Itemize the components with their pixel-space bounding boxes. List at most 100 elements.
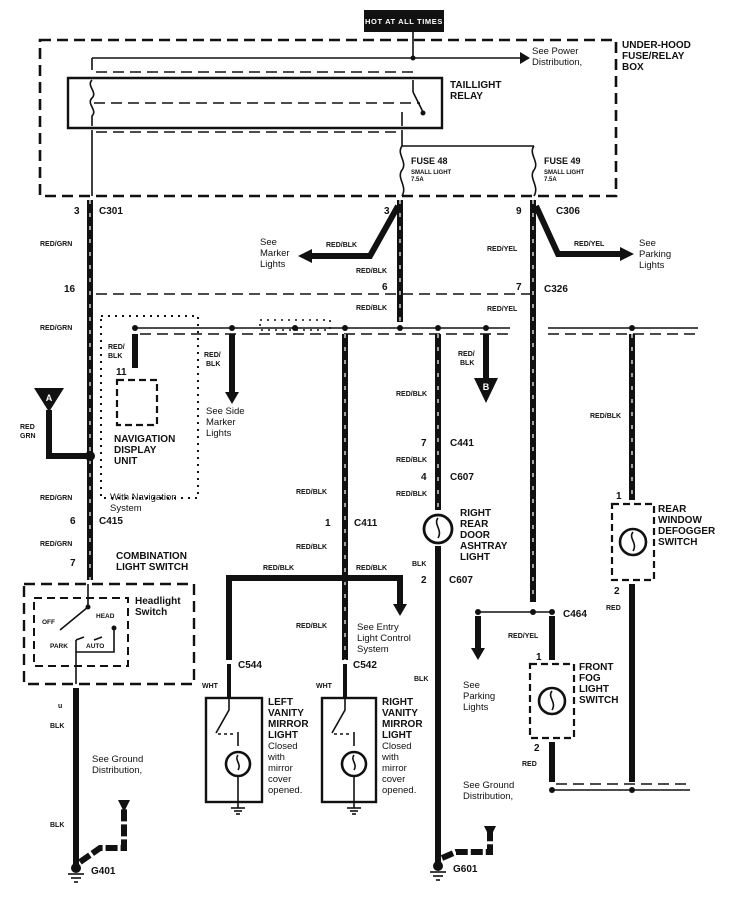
wire-label-wht: WHT [316, 683, 333, 690]
c326-pin-6: 6 [382, 282, 388, 293]
c607-label-bottom: C607 [449, 575, 473, 586]
bulb-filament [236, 754, 240, 771]
wire-label-red-blk: RED/BLK [296, 489, 327, 496]
wire-label-blk: BLK [108, 353, 122, 360]
a-to-splice-wire [46, 410, 90, 459]
c306-label: C306 [556, 206, 580, 217]
taillight-relay-label: TAILLIGHT RELAY [450, 80, 504, 102]
combination-switch-label: COMBINATION LIGHT SWITCH [116, 551, 190, 573]
wire-label-red-yel: RED/YEL [487, 246, 518, 253]
parking-lights-branch [533, 204, 620, 257]
left-vanity-mirror-box [204, 696, 264, 804]
marker-lights-note: See Marker Lights [260, 237, 292, 270]
wire-label-red: RED/ [458, 351, 475, 358]
power-distribution-note: See Power Distribution, [532, 46, 582, 68]
switch-pin: 7 [70, 558, 76, 569]
fog-pin-2: 2 [534, 743, 540, 754]
side-marker-arrow-icon [225, 392, 239, 404]
entry-light-arrow-icon [393, 604, 407, 616]
c326-pin-7: 7 [516, 282, 522, 293]
wire-label-red-blk: RED/BLK [326, 242, 357, 249]
switch-pos-off: OFF [42, 619, 55, 626]
c607-label-top: C607 [450, 472, 474, 483]
marker-lights-arrow-icon [298, 249, 312, 263]
headlight-switch-label: Headlight Switch [135, 596, 183, 618]
splice-dot [435, 325, 441, 331]
bulb-filament [549, 690, 555, 711]
splice-dot [342, 325, 348, 331]
splice-dot [410, 55, 416, 61]
switch-contact-path [75, 628, 115, 653]
parking-lights-bottom-arrow-icon [471, 648, 485, 660]
switch-lever-icon [59, 606, 89, 631]
fuse-48-label: FUSE 48 SMALL LIGHT 7.5A [411, 151, 456, 183]
splice-dot [530, 609, 536, 615]
off-page-b-label: B [483, 382, 490, 392]
relay-coil-icon [89, 79, 95, 126]
bulb-filament [435, 517, 441, 539]
power-distribution-arrow-icon [520, 52, 530, 64]
wire-label-red-blk: RED/BLK [356, 565, 387, 572]
power-source-text: HOT AT ALL TIMES [365, 17, 443, 26]
off-page-a-label: A [46, 393, 53, 403]
wire-label-red-blk: RED/BLK [396, 391, 427, 398]
wire-label-red-blk: RED/BLK [396, 457, 427, 464]
splice-dot [397, 325, 403, 331]
fog-switch-label: FRONT FOG LIGHT SWITCH [579, 662, 618, 706]
fog-switch-bulb-icon [537, 686, 567, 716]
wire-label-red-yel: RED/YEL [574, 241, 605, 248]
wire-label-blk: BLK [460, 360, 474, 367]
c301-label: C301 [99, 206, 123, 217]
switch-bottom-pin: u [58, 703, 62, 710]
wire-label-red: RED/ [204, 352, 221, 359]
ground-g401-label: G401 [91, 866, 116, 877]
c415-label: C415 [99, 516, 123, 527]
fuse-49-label: FUSE 49 SMALL LIGHT 7.5A [544, 151, 589, 183]
bulb-filament [630, 531, 636, 552]
left-mirror-feed [226, 575, 345, 660]
entry-light-branch [345, 575, 403, 604]
fog-pin-1: 1 [536, 652, 542, 663]
wire-label-blk: BLK [50, 822, 64, 829]
switch-pos-auto: AUTO [86, 643, 104, 650]
splice-dot [475, 609, 481, 615]
power-source-label: HOT AT ALL TIMES [364, 10, 444, 32]
left-vanity-mirror-label: LEFT VANITY MIRROR LIGHT [268, 697, 311, 741]
wire-label-red-grn: RED/GRN [40, 325, 72, 332]
nav-display-unit-box [115, 378, 159, 427]
wire-label-red-grn: RED/GRN [40, 495, 72, 502]
wire-label-blk: BLK [50, 723, 64, 730]
defogger-switch-box [610, 502, 656, 582]
wire-label-red-blk: RED/BLK [296, 544, 327, 551]
splice-dot [549, 787, 555, 793]
splice-dot [132, 325, 138, 331]
fuse-box-outline [38, 38, 618, 198]
fuse-box-title: UNDER-HOOD FUSE/RELAY BOX [622, 40, 694, 73]
fuse-49-icon [531, 145, 537, 197]
nav-pin: 11 [116, 367, 127, 378]
left-mirror-ground-icon [231, 807, 245, 815]
entry-light-note: See Entry Light Control System [357, 622, 414, 655]
wire-label-red: RED [522, 761, 537, 768]
off-page-connector-a-icon [34, 388, 64, 412]
side-marker-note: See Side Marker Lights [206, 406, 247, 439]
left-mirror-switch-icon [215, 698, 230, 734]
right-vanity-mirror-box [320, 696, 378, 804]
right-mirror-switch-icon [331, 698, 346, 734]
headlight-switch-box [33, 597, 129, 667]
wire-label-red: RED/ [108, 344, 125, 351]
defog-pin-1: 1 [616, 491, 622, 502]
right-mirror-ground-icon [347, 807, 361, 815]
marker-lights-branch [312, 204, 401, 259]
wire-label-grn: GRN [20, 433, 36, 440]
shield-ground-left [78, 806, 127, 865]
c607-pin-4: 4 [421, 472, 427, 483]
parking-lights-note-bottom: See Parking Lights [463, 680, 498, 713]
c464-label: C464 [563, 609, 587, 620]
wire-label-red-blk: RED/BLK [296, 623, 327, 630]
ashtray-bulb-icon [422, 513, 454, 545]
ground-g601-label: G601 [453, 864, 478, 875]
shield-ground-right [440, 832, 493, 861]
combination-switch-box [22, 582, 196, 686]
off-page-connector-b-icon [474, 378, 498, 403]
